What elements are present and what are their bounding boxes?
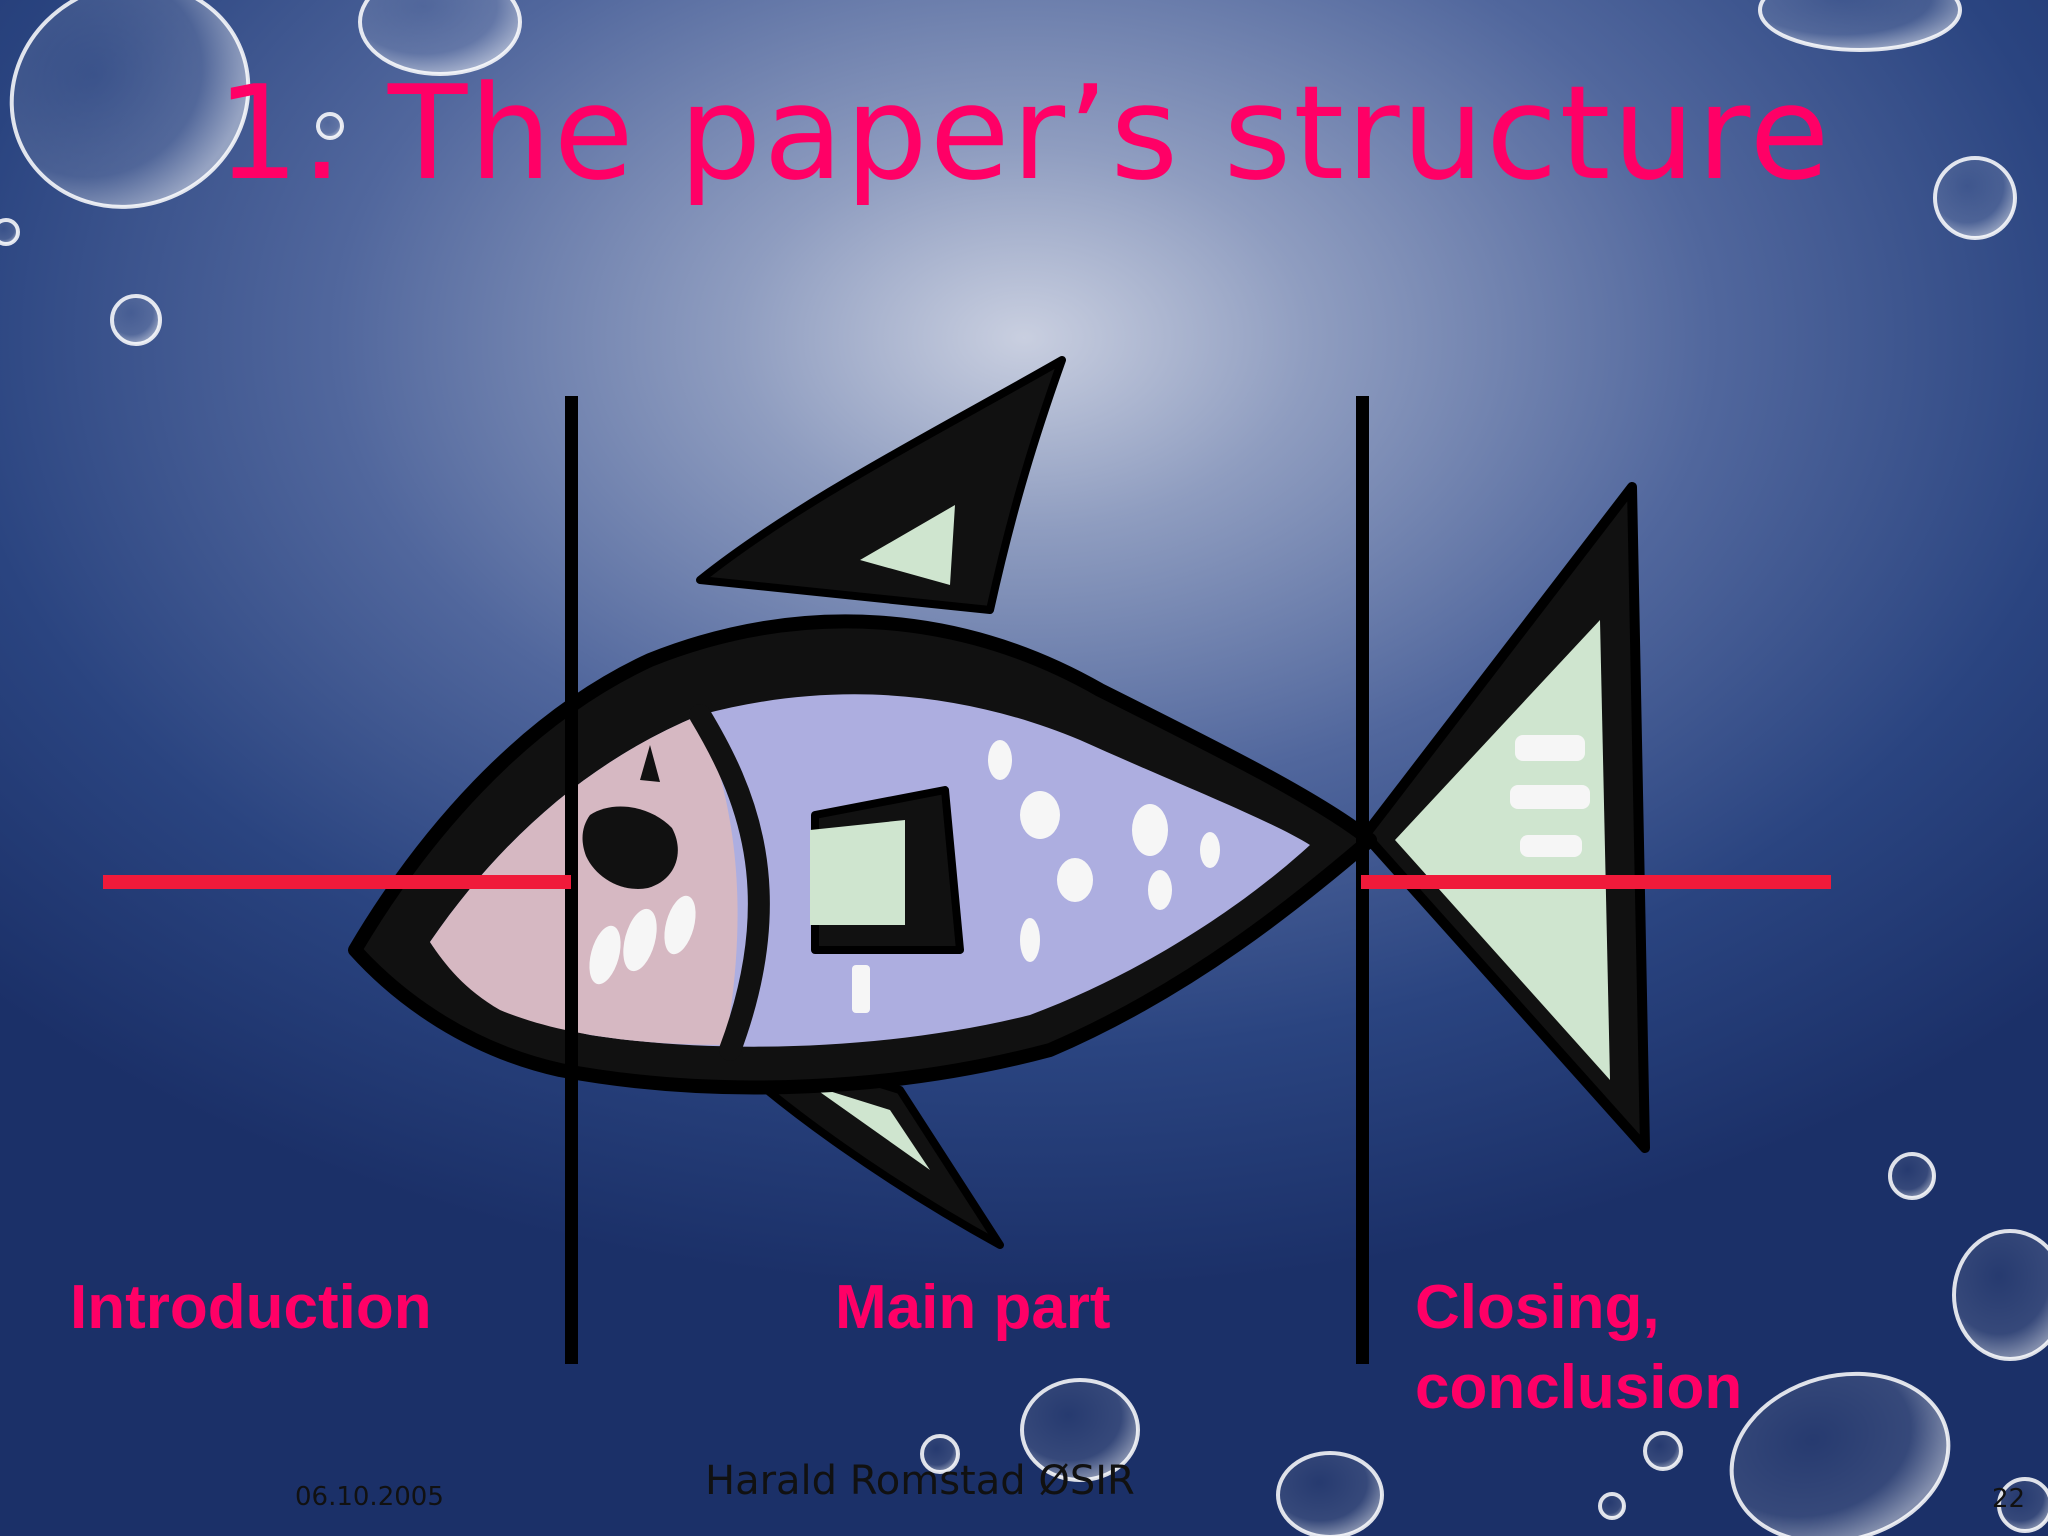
section-label-closing: Closing, conclusion bbox=[1415, 1268, 1742, 1428]
slide-title: 1. The paper’s structure bbox=[216, 57, 1832, 209]
footer-date: 06.10.2005 bbox=[295, 1482, 444, 1512]
closing-axis-line bbox=[1361, 875, 1831, 889]
section-label-main-part: Main part bbox=[835, 1273, 1111, 1342]
intro-divider-line bbox=[565, 396, 578, 1364]
section-label-closing-line2: conclusion bbox=[1415, 1353, 1743, 1422]
footer-page-number: 22 bbox=[1992, 1484, 2026, 1514]
footer-author: Harald Romstad ØSIR bbox=[705, 1458, 1135, 1504]
section-label-introduction: Introduction bbox=[70, 1273, 432, 1342]
section-label-closing-line1: Closing, bbox=[1415, 1273, 1660, 1342]
intro-axis-line bbox=[103, 875, 571, 889]
